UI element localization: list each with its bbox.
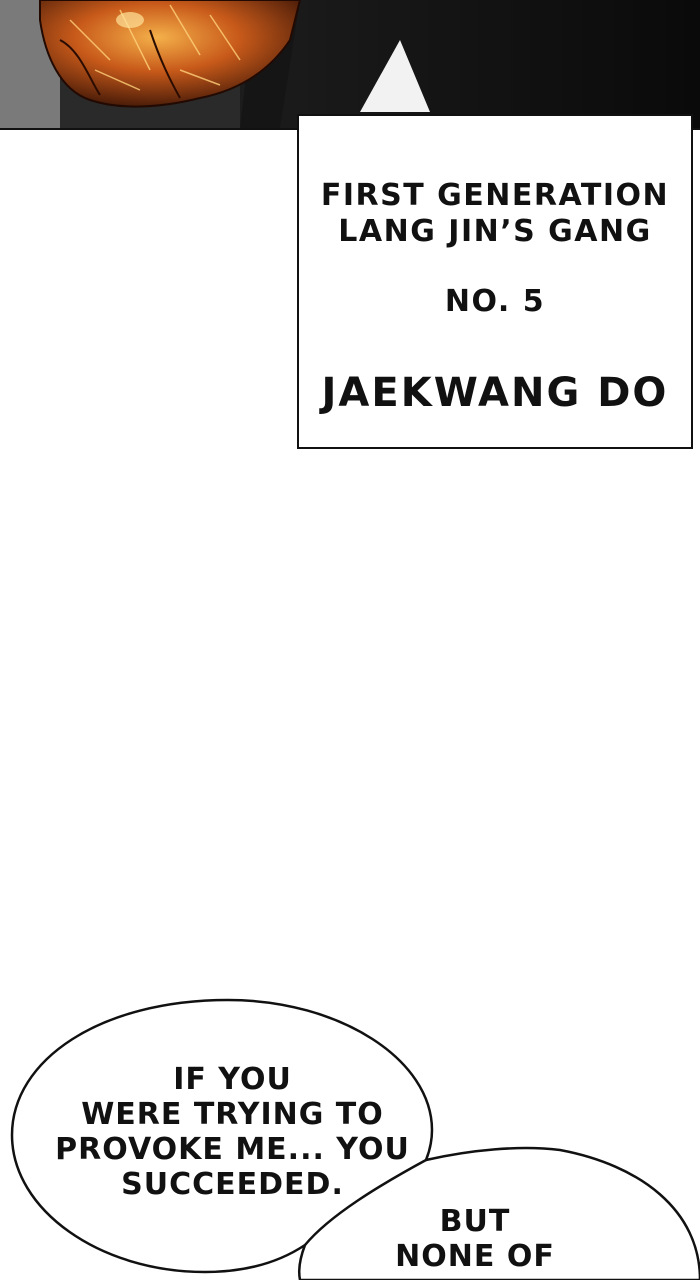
character-caption-box: FIRST GENERATION LANG JIN’S GANG NO. 5 J… xyxy=(297,114,693,449)
artwork-panel xyxy=(0,0,700,130)
speech-bubble-2: BUT NONE OF xyxy=(360,1204,590,1274)
bubble1-line: WERE TRYING TO xyxy=(81,1097,384,1132)
fist-artwork xyxy=(0,0,700,128)
bubble1-line: SUCCEEDED. xyxy=(121,1167,344,1202)
caption-number: NO. 5 xyxy=(444,284,546,319)
speech-bubbles: IF YOU WERE TRYING TO PROVOKE ME... YOU … xyxy=(0,990,700,1280)
bubble1-line: IF YOU xyxy=(173,1062,292,1097)
bubble2-line: NONE OF xyxy=(395,1239,555,1274)
caption-generation: FIRST GENERATION xyxy=(320,178,670,213)
caption-character-name: JAEKWANG DO xyxy=(321,370,669,416)
speech-bubble-1: IF YOU WERE TRYING TO PROVOKE ME... YOU … xyxy=(40,1062,425,1202)
bubble2-line: BUT xyxy=(439,1204,511,1239)
bubble-shapes xyxy=(10,998,700,1280)
bubble1-line: PROVOKE ME... YOU xyxy=(55,1132,410,1167)
caption-gang: LANG JIN’S GANG xyxy=(338,214,652,249)
speech-bubble-outline xyxy=(10,998,700,1280)
